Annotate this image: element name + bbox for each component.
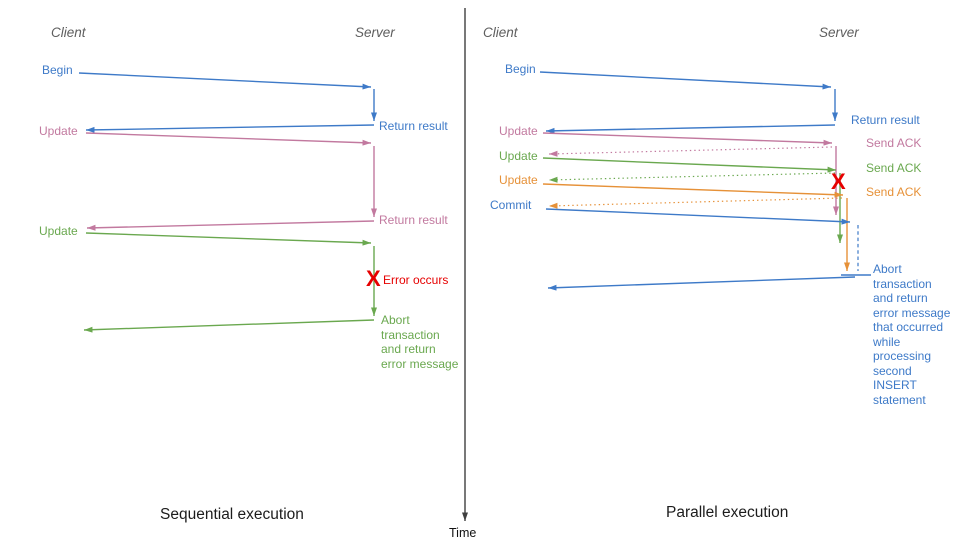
left-error-x-icon: X bbox=[366, 266, 381, 291]
left-return-result-2-label: Return result bbox=[379, 213, 448, 227]
left-caption: Sequential execution bbox=[160, 506, 304, 523]
right-abort-return-line bbox=[547, 276, 856, 291]
right-commit-request-line bbox=[545, 208, 851, 225]
right-send-ack-3-label: Send ACK bbox=[866, 185, 922, 199]
right-send-ack-1-line bbox=[548, 146, 833, 157]
right-update-2-label: Update bbox=[499, 149, 538, 163]
left-error-occurs-label: Error occurs bbox=[383, 273, 449, 287]
right-server-header: Server bbox=[819, 25, 859, 40]
right-begin-label: Begin bbox=[505, 62, 536, 76]
left-update-1-request-line bbox=[85, 132, 372, 146]
left-client-header: Client bbox=[51, 25, 86, 40]
left-begin-request-line bbox=[78, 72, 372, 90]
right-update-3-request-line bbox=[542, 183, 844, 198]
right-caption: Parallel execution bbox=[666, 504, 789, 521]
left-return-result-1-label: Return result bbox=[379, 119, 448, 133]
right-update-1-label: Update bbox=[499, 124, 538, 138]
right-update-1-request-line bbox=[542, 132, 833, 146]
right-send-ack-2-line bbox=[548, 172, 836, 183]
time-axis-label: Time bbox=[449, 526, 477, 540]
left-update-2-request-line bbox=[85, 232, 372, 246]
right-update-2-request-line bbox=[542, 157, 837, 173]
right-send-ack-2-label: Send ACK bbox=[866, 161, 922, 175]
left-server-header: Server bbox=[355, 25, 395, 40]
right-update-3-label: Update bbox=[499, 173, 538, 187]
left-return-result-1-line bbox=[85, 124, 375, 133]
right-send-ack-3-line bbox=[548, 197, 843, 209]
left-abort-return-line bbox=[83, 319, 375, 333]
left-update-1-label: Update bbox=[39, 124, 78, 138]
left-return-result-2-line bbox=[86, 220, 375, 231]
right-abort-note: Abort transaction and return error messa… bbox=[873, 262, 951, 407]
left-abort-note: Abort transaction and return error messa… bbox=[381, 313, 459, 371]
right-begin-request-line bbox=[539, 71, 832, 90]
right-error-x-icon: X bbox=[831, 169, 846, 194]
right-commit-label: Commit bbox=[490, 198, 532, 212]
right-return-result-line bbox=[545, 124, 836, 134]
left-update-2-label: Update bbox=[39, 224, 78, 238]
right-return-result-label: Return result bbox=[851, 113, 920, 127]
left-begin-label: Begin bbox=[42, 63, 73, 77]
right-send-ack-1-label: Send ACK bbox=[866, 136, 922, 150]
right-client-header: Client bbox=[483, 25, 518, 40]
